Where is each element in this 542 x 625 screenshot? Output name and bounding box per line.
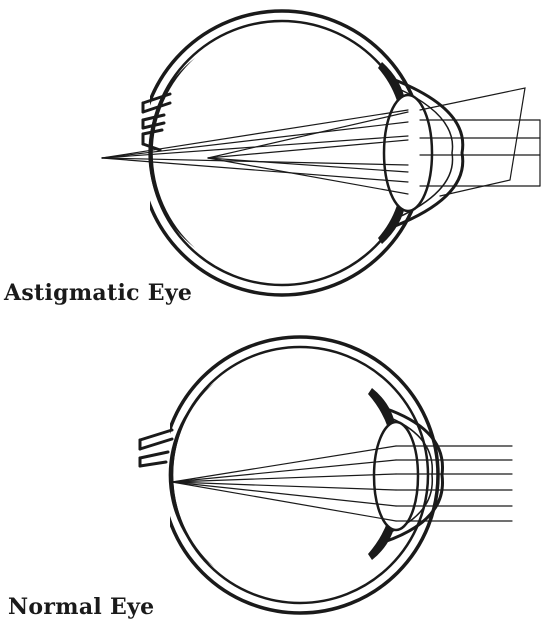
astigmatic-eye	[102, 11, 540, 295]
eyeball-inner-wall	[150, 21, 414, 285]
refracted-rays	[102, 110, 408, 194]
eyeball-outer-wall	[140, 11, 424, 295]
normal-eye-caption: Normal Eye	[8, 594, 154, 620]
optic-nerve	[140, 430, 172, 466]
lens	[374, 422, 418, 530]
refracted-rays	[172, 446, 396, 521]
choroid-layer	[169, 383, 214, 567]
astigmatic-eye-caption: Astigmatic Eye	[4, 280, 192, 306]
normal-eye	[140, 337, 512, 613]
